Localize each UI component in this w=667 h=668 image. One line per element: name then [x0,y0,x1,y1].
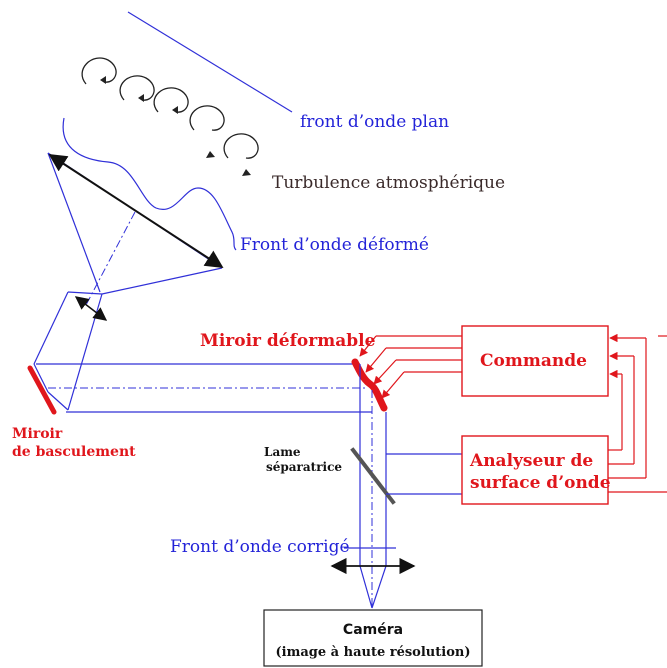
beam-splitter [350,447,396,505]
analyser-beam [386,453,462,495]
turbulence-eddy-arrows [100,76,251,176]
label-analyseur-line2: surface d’onde [470,473,611,493]
label-miroir-bascule-line1: Miroir [12,426,63,442]
label-lame-line1: Lame [264,445,301,459]
tip-tilt-mirror [27,365,57,415]
label-commande: Commande [480,351,587,371]
incoming-beam-axis [85,211,136,306]
deformed-wavefront-curve [62,117,237,251]
label-miroir-deformable: Miroir déformable [200,331,376,351]
periscope-arrow [74,296,108,321]
camera-box [263,609,483,667]
wavefront-amplitude-arrow [48,154,224,268]
label-front-onde-deforme: Front d’onde déformé [240,235,429,255]
label-analyseur-line1: Analyseur de [469,451,593,471]
plane-wavefront-line [127,11,293,113]
analyseur-box [461,435,609,505]
turbulence-eddies [81,57,259,159]
label-camera: Caméra [343,622,403,638]
deformable-mirror [351,358,388,412]
label-camera-subtitle: (image à haute résolution) [276,645,471,660]
label-front-onde-corrige: Front d’onde corrigé [170,537,350,557]
incoming-beam [47,152,223,295]
label-front-onde-plan: front d’onde plan [300,112,449,132]
commande-box [461,325,609,397]
label-miroir-bascule-line2: de basculement [12,444,136,460]
feedback-loop-arrows [608,333,667,493]
control-signal-arrows [359,335,462,399]
vertical-beam [359,364,387,609]
horizontal-beam [36,363,372,413]
label-turbulence: Turbulence atmosphérique [272,173,505,193]
label-lame-line2: séparatrice [266,460,342,474]
